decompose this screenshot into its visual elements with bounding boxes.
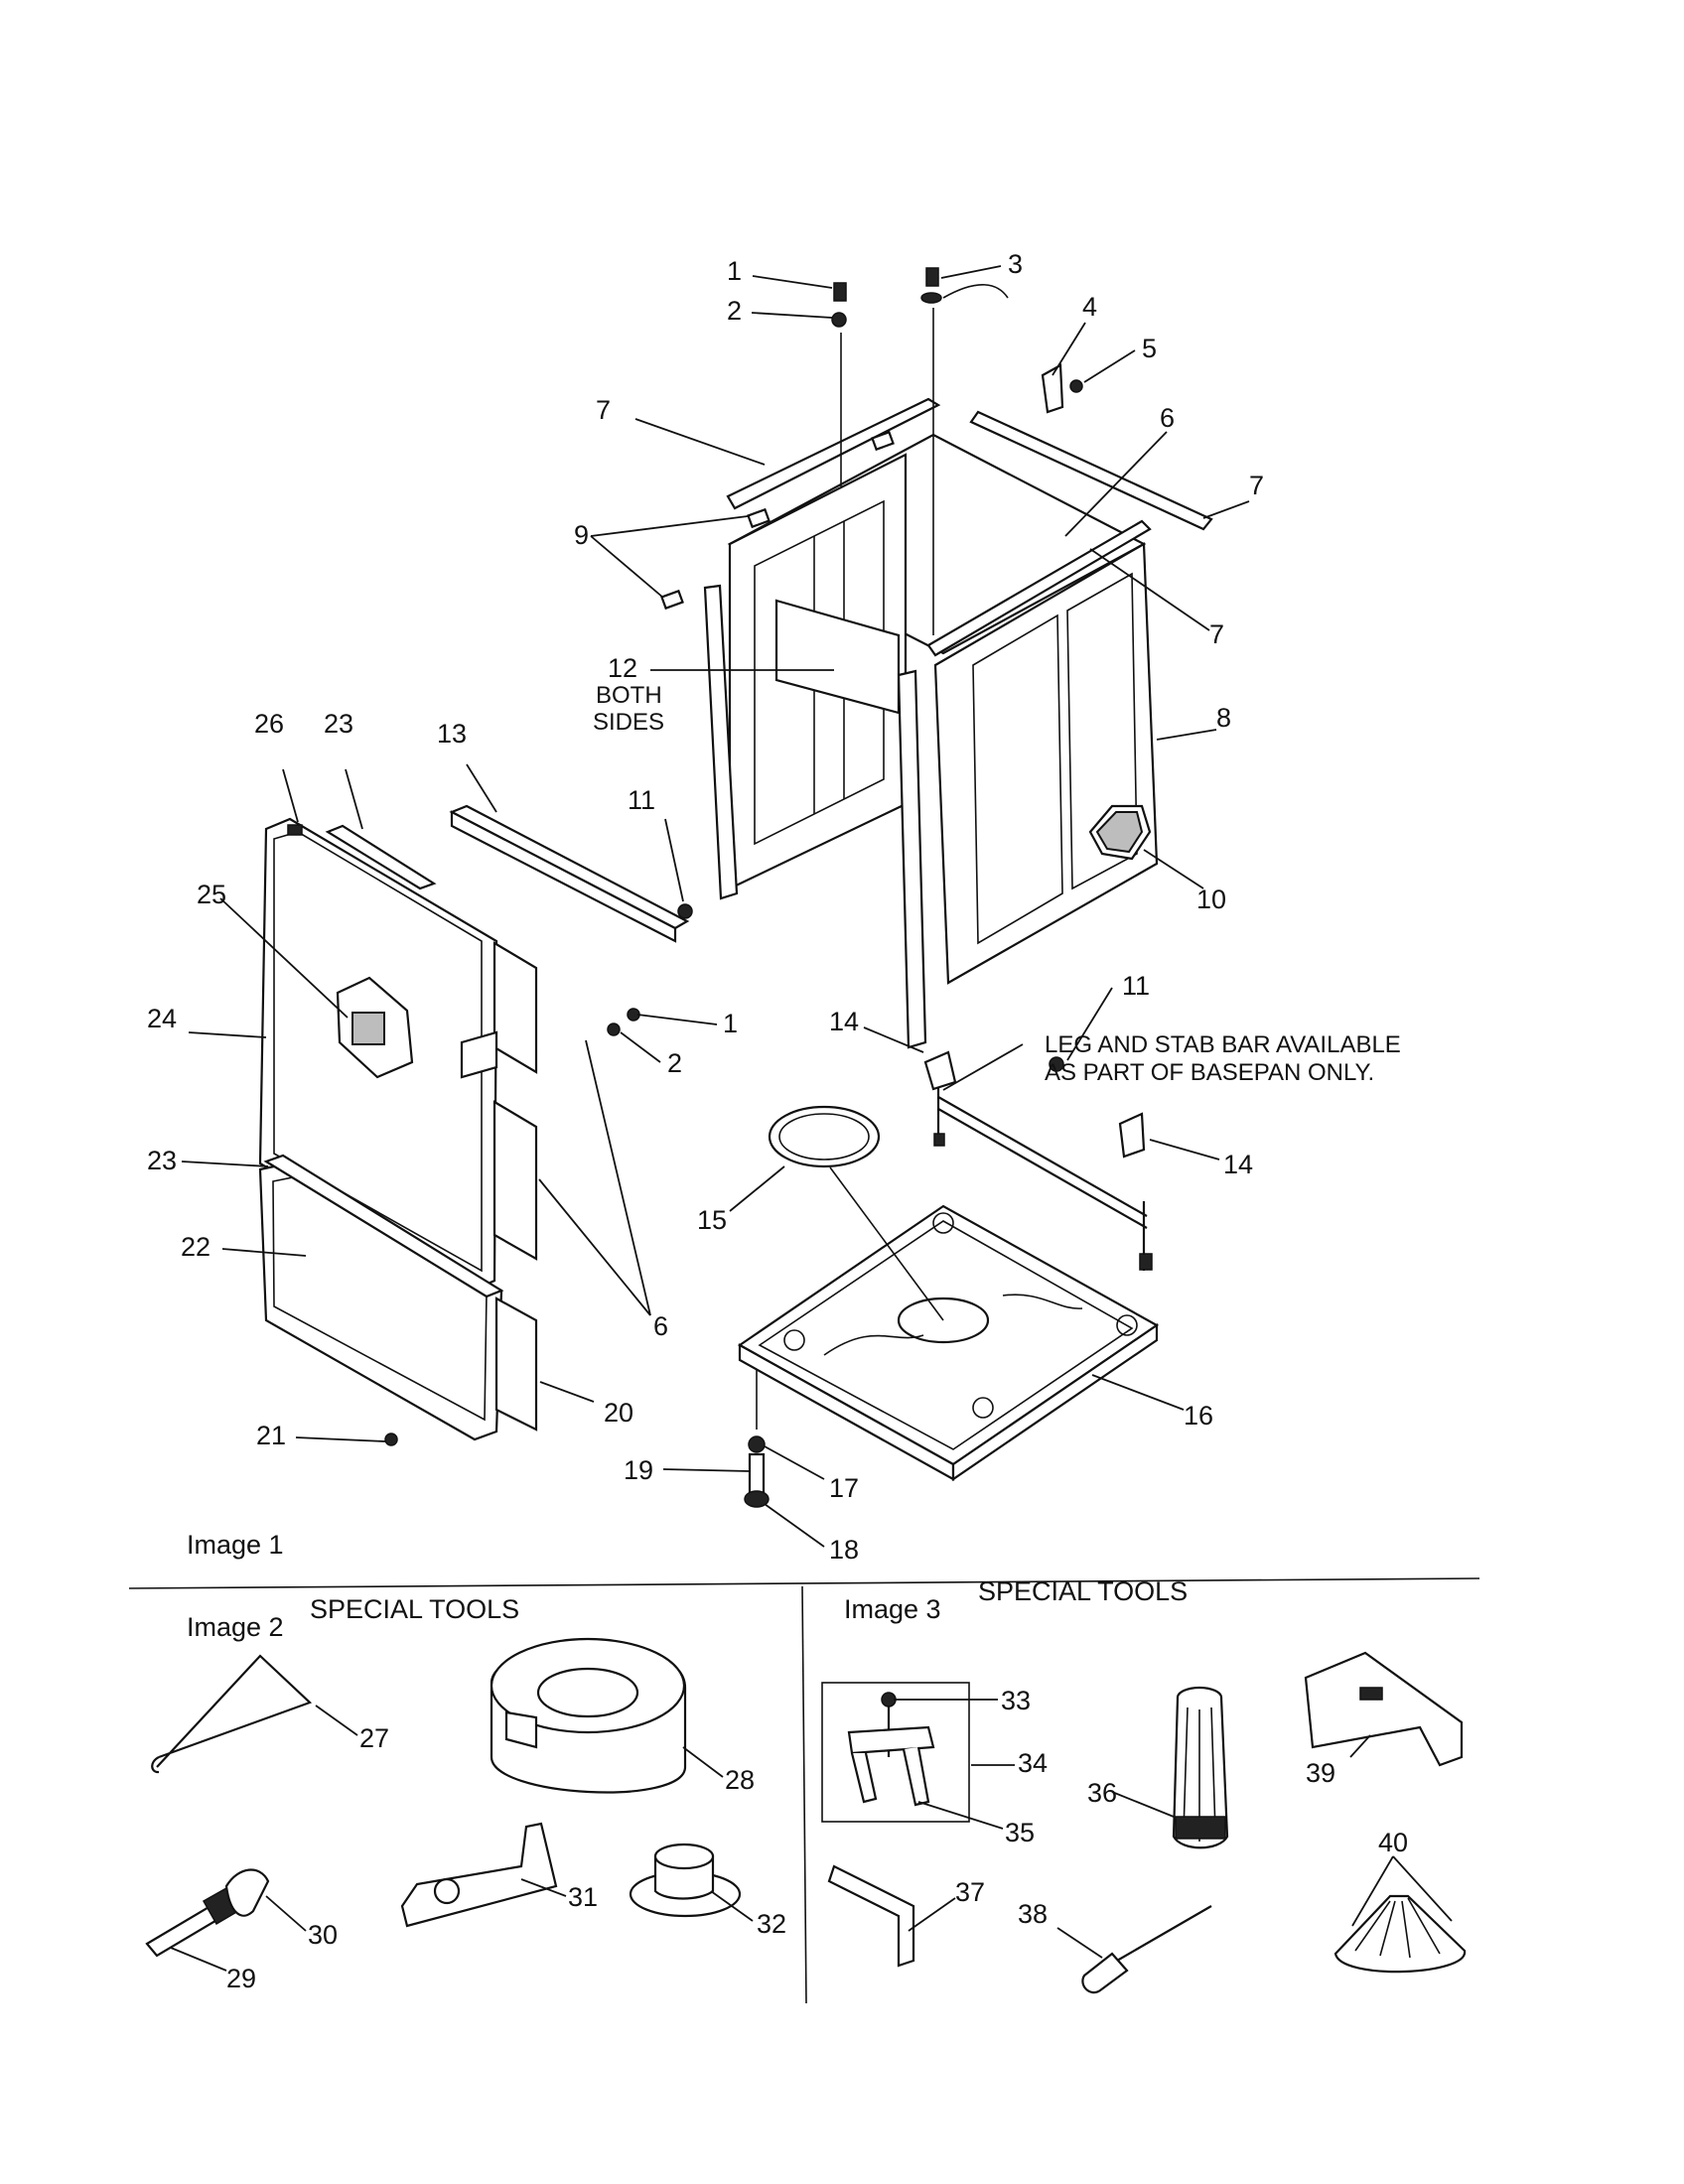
basepan-assembly — [737, 1204, 1160, 1482]
callout-7-right: 7 — [1249, 471, 1264, 500]
callout-26: 26 — [254, 709, 284, 739]
callout-7-lower: 7 — [1209, 619, 1224, 649]
image3-special-tools: Image 3 SPECIAL TOOLS 33 34 35 36 — [821, 1576, 1467, 1994]
leg-note-line-1: LEG AND STAB BAR AVAILABLE — [1045, 1031, 1401, 1058]
callout-23-top: 23 — [324, 709, 353, 739]
callout-11-right: 11 — [1122, 971, 1150, 1001]
front-rail-13 — [449, 804, 690, 943]
callout-14-left: 14 — [829, 1007, 859, 1036]
image-2-label: Image 2 — [187, 1612, 284, 1642]
both-sides-label-1: BOTH — [596, 682, 662, 709]
callout-8: 8 — [1216, 703, 1231, 733]
callout-13: 13 — [437, 719, 467, 749]
callout-28: 28 — [725, 1765, 755, 1795]
tool-31-spanner: 31 — [400, 1822, 598, 1928]
callout-40: 40 — [1378, 1828, 1408, 1857]
callout-2-front: 2 — [667, 1048, 682, 1078]
tool-38-probe: 38 — [1018, 1899, 1212, 1994]
callout-11-left: 11 — [628, 785, 655, 815]
callout-21: 21 — [256, 1421, 286, 1450]
callout-leaders — [181, 265, 1250, 1548]
callout-36: 36 — [1087, 1778, 1117, 1808]
callout-14-right: 14 — [1223, 1150, 1253, 1179]
toe-panel-assembly — [258, 1154, 538, 1446]
callout-16: 16 — [1184, 1401, 1213, 1431]
callout-19: 19 — [624, 1455, 653, 1485]
callout-1-front: 1 — [723, 1009, 738, 1038]
callout-9: 9 — [574, 520, 589, 550]
callout-25: 25 — [197, 880, 226, 909]
callout-33: 33 — [1001, 1686, 1031, 1715]
callout-5: 5 — [1142, 334, 1157, 363]
callout-20: 20 — [604, 1398, 633, 1428]
callout-37: 37 — [955, 1877, 985, 1907]
callout-34: 34 — [1018, 1748, 1048, 1778]
image2-special-tools: Image 2 SPECIAL TOOLS 27 28 30 29 — [145, 1594, 786, 1993]
callout-3: 3 — [1008, 249, 1023, 279]
ring-15 — [768, 1105, 944, 1321]
callout-2: 2 — [727, 296, 742, 326]
callout-7-left: 7 — [596, 395, 611, 425]
callout-32: 32 — [757, 1909, 786, 1939]
callout-38: 38 — [1018, 1899, 1048, 1929]
callout-22: 22 — [181, 1232, 210, 1262]
section-divider-horizontal — [128, 1577, 1480, 1589]
callout-15: 15 — [697, 1205, 727, 1235]
callout-12: 12 — [608, 653, 637, 683]
image-3-title: SPECIAL TOOLS — [978, 1576, 1188, 1606]
callout-31: 31 — [568, 1882, 598, 1912]
tool-27-hook: 27 — [151, 1654, 389, 1774]
callout-18: 18 — [829, 1535, 859, 1565]
callout-1: 1 — [727, 256, 742, 286]
callout-4: 4 — [1082, 292, 1097, 322]
leg-note-line-2: AS PART OF BASEPAN ONLY. — [1045, 1059, 1374, 1086]
tool-32-socket: 32 — [629, 1843, 786, 1939]
leg-hardware — [744, 1370, 770, 1508]
image-1-label: Image 1 — [187, 1530, 284, 1560]
callout-10: 10 — [1196, 885, 1226, 914]
tool-36-filter: 36 — [1087, 1686, 1229, 1849]
callout-29: 29 — [226, 1964, 256, 1993]
tool-40-agitator: 40 — [1333, 1828, 1467, 1974]
tool-28-ring-pad: 28 — [490, 1637, 755, 1795]
tool-29-30-fitting: 30 29 — [145, 1868, 338, 1993]
callout-6-front: 6 — [653, 1311, 668, 1341]
stab-bar — [923, 1050, 1153, 1271]
image1-callouts: 1 2 3 4 5 7 6 7 9 7 12 BOTH SIDES 8 26 2… — [147, 249, 1401, 1565]
tool-37-clip: 37 — [827, 1864, 985, 1968]
tool-34-puller-box — [821, 1682, 970, 1823]
callout-27: 27 — [359, 1723, 389, 1753]
callout-35: 35 — [1005, 1818, 1035, 1847]
tool-33-35-puller: 33 34 35 — [847, 1686, 1048, 1847]
both-sides-label-2: SIDES — [593, 709, 664, 736]
tool-39-bracket: 39 — [1304, 1651, 1464, 1788]
image-2-title: SPECIAL TOOLS — [310, 1594, 519, 1624]
callout-17: 17 — [829, 1473, 859, 1503]
callout-23-lower: 23 — [147, 1146, 177, 1175]
callout-39: 39 — [1306, 1758, 1335, 1788]
cabinet-assembly — [660, 267, 1213, 1072]
callout-30: 30 — [308, 1920, 338, 1950]
image-3-label: Image 3 — [844, 1594, 941, 1624]
section-divider-vertical — [801, 1585, 807, 2004]
callout-24: 24 — [147, 1004, 177, 1033]
front-panel-assembly — [258, 817, 640, 1293]
callout-6-top: 6 — [1160, 403, 1175, 433]
